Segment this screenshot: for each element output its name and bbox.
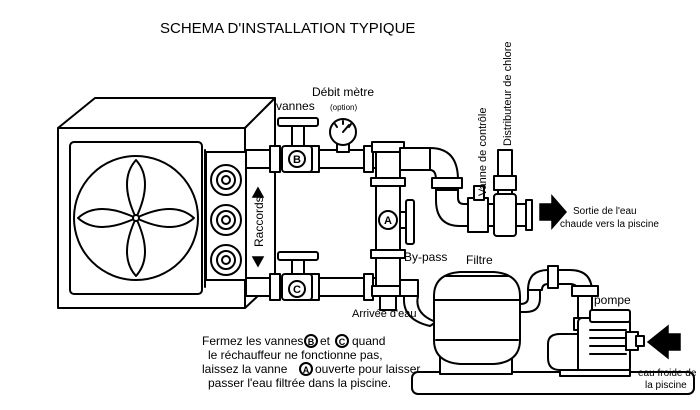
vannes-label: vannes	[276, 99, 315, 113]
diagram-title: SCHEMA D'INSTALLATION TYPIQUE	[160, 20, 415, 37]
instr-line1-b: et	[320, 334, 331, 348]
distributeur-label: Distributeur de chlore	[502, 41, 514, 146]
instr-valve-b-letter: B	[308, 337, 315, 347]
flow-meter-icon	[329, 118, 357, 153]
pump-unit	[547, 309, 645, 377]
instr-valve-c-letter: C	[339, 337, 346, 347]
instr-valve-c-marker	[335, 334, 349, 348]
instructions-text: Fermez les vannes B et C quand le réchau…	[202, 334, 420, 390]
sortie-label-line2: chaude vers la piscine	[560, 219, 659, 230]
raccords-label: Raccords	[252, 196, 266, 247]
pompe-label: pompe	[594, 293, 631, 307]
fitting-middle	[210, 204, 242, 236]
option-label: (option)	[330, 103, 357, 112]
froide-label-line1: eau froide de	[638, 368, 697, 379]
arrow-up-icon	[251, 186, 265, 198]
connector-fittings	[205, 151, 247, 281]
debit-metre-label: Débit mètre	[312, 85, 374, 99]
valve-c: C	[277, 251, 319, 301]
vanne-controle-label: Vanne de contrôle	[477, 108, 489, 196]
fitting-top	[210, 164, 242, 196]
instr-line1-c: quand	[352, 334, 385, 348]
instr-line3-a: laissez la vanne	[202, 362, 288, 376]
bypass-label: By-pass	[404, 250, 447, 264]
valve-b: B	[277, 117, 319, 173]
filtre-label: Filtre	[466, 253, 493, 267]
arrow-right-icon	[539, 194, 567, 230]
arrow-down-icon	[251, 256, 265, 268]
raccords-annotation: Raccords	[251, 186, 266, 268]
instr-line1-a: Fermez les vannes	[202, 334, 303, 348]
filter-tank	[411, 271, 695, 395]
froide-label-line2: la piscine	[645, 380, 687, 391]
arrivee-label: Arrivée d'eau	[352, 308, 416, 320]
instr-valve-a-marker	[299, 362, 313, 376]
sortie-label-line1: Sortie de l'eau	[573, 206, 637, 217]
arrow-left-icon	[646, 324, 681, 360]
instr-line4: passer l'eau filtrée dans la piscine.	[208, 376, 391, 390]
valve-a: A	[378, 199, 415, 245]
valve-b-letter: B	[293, 154, 301, 166]
valve-a-letter: A	[384, 215, 392, 227]
instr-line3-b: ouverte pour laisser	[315, 362, 420, 376]
instr-valve-a-letter: A	[303, 365, 310, 375]
instr-line2: le réchauffeur ne fonctionne pas,	[208, 348, 383, 362]
instr-valve-b-marker	[304, 334, 318, 348]
fitting-bottom	[210, 244, 242, 276]
valve-c-letter: C	[293, 284, 301, 296]
fan-icon	[73, 155, 199, 281]
